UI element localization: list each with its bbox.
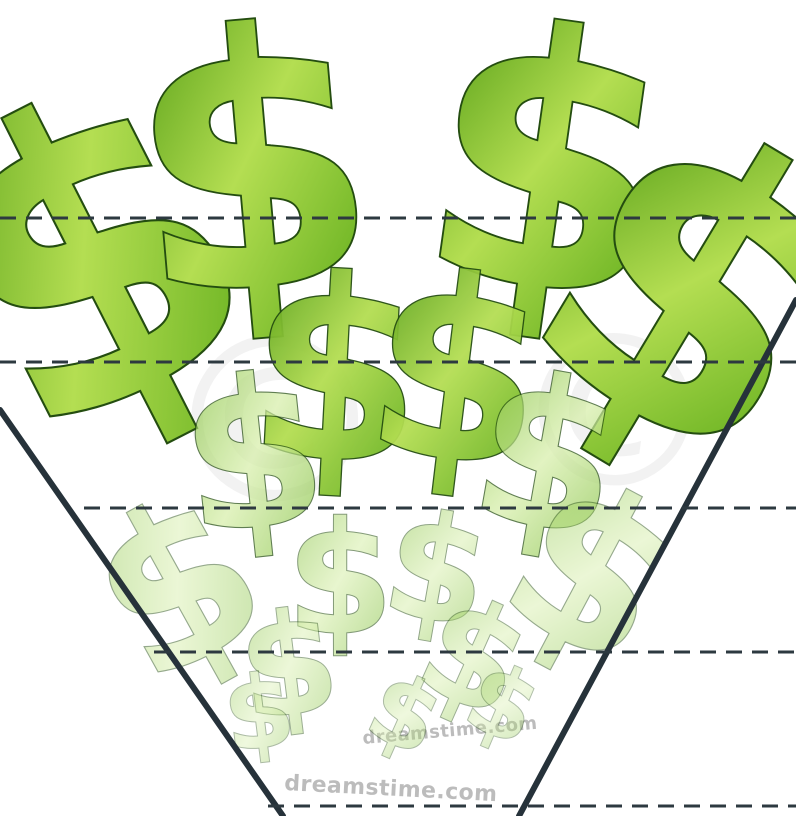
dollar-sign-icon: $ <box>217 651 300 776</box>
